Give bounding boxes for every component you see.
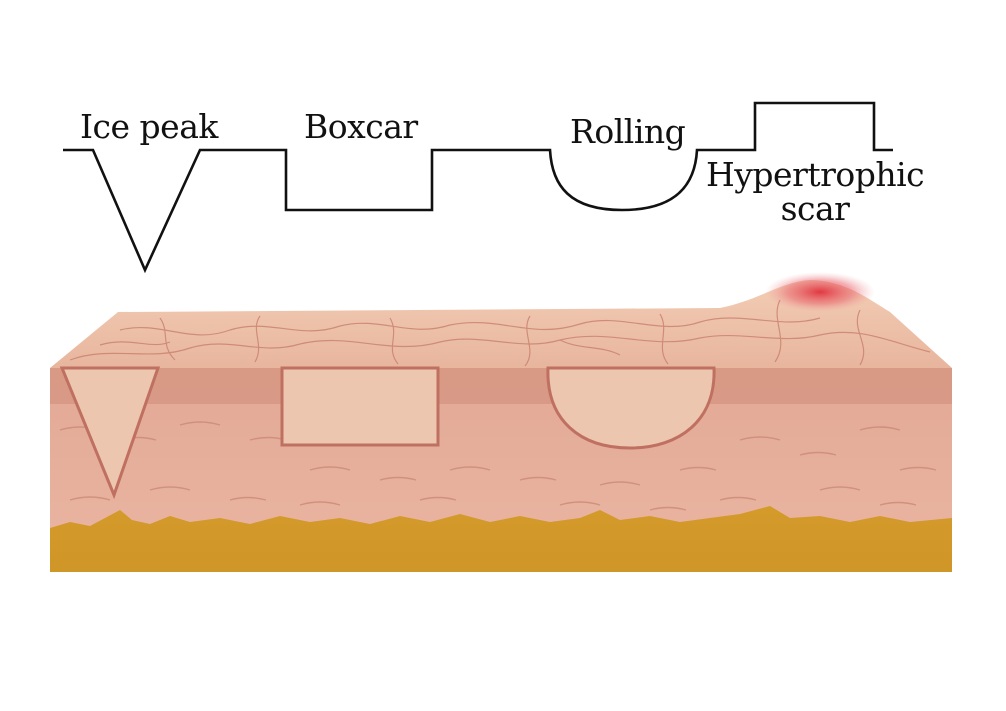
label-ice-peak: Ice peak bbox=[80, 110, 218, 143]
boxcar-pit bbox=[282, 368, 438, 445]
label-boxcar: Boxcar bbox=[304, 110, 418, 143]
label-rolling: Rolling bbox=[570, 115, 685, 148]
label-hypertrophic-line1: Hypertrophic bbox=[706, 158, 924, 192]
hypertrophic-redness bbox=[765, 272, 875, 312]
label-hypertrophic-scar: Hypertrophic scar bbox=[706, 158, 924, 226]
label-hypertrophic-line2: scar bbox=[706, 192, 924, 226]
